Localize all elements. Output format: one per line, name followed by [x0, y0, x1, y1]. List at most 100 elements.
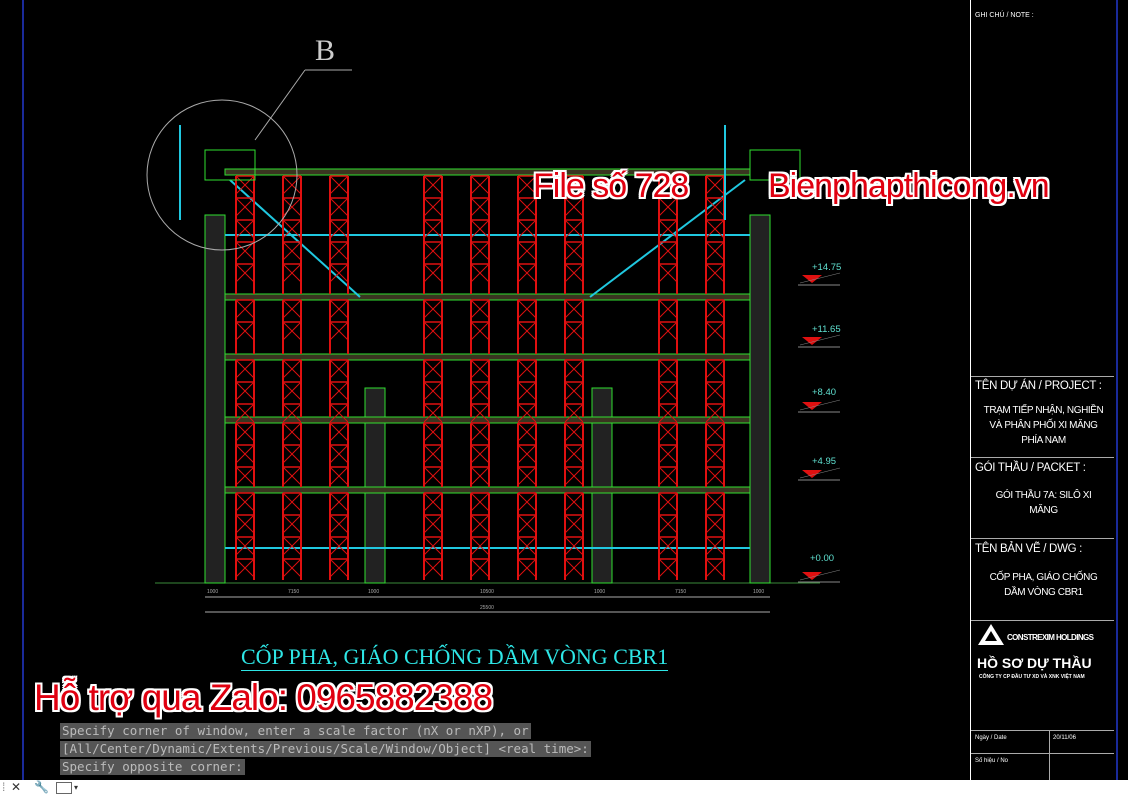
scaffold-brace [564, 241, 584, 261]
dimension-text: 10500 [480, 589, 494, 595]
scaffold-brace [423, 299, 443, 319]
level-leader [799, 334, 841, 346]
scaffold-brace [658, 514, 678, 534]
command-history-line: [All/Center/Dynamic/Extents/Previous/Sca… [60, 741, 591, 757]
scaffold-brace [517, 403, 537, 423]
scaffold-brace [564, 381, 584, 401]
scaffold-brace [517, 359, 537, 379]
command-window-icon[interactable] [56, 782, 72, 794]
level-leader [799, 467, 841, 479]
scaffold-brace [517, 219, 537, 239]
scaffold-brace [564, 514, 584, 534]
scaffold-brace [329, 197, 349, 217]
watermark-zalo: Hỗ trợ qua Zalo: 0965882388 [34, 677, 493, 718]
scaffold-brace [235, 381, 255, 401]
dimension-text: 1000 [207, 589, 219, 595]
scaffold-brace [235, 466, 255, 486]
scaffold-brace [564, 359, 584, 379]
scaffold-brace [329, 558, 349, 578]
level-marker [802, 470, 822, 478]
scaffold-brace [705, 444, 725, 464]
scaffold-brace [705, 422, 725, 442]
scaffold-brace [517, 514, 537, 534]
scaffold-brace [329, 422, 349, 442]
scaffold-brace [235, 219, 255, 239]
packet-value: GÓI THẦU 7A: SILÔ XI MĂNG [995, 490, 1092, 516]
scaffold-brace [470, 536, 490, 556]
scaffold-brace [470, 241, 490, 261]
leader-line [254, 69, 306, 141]
scaffold-brace [282, 241, 302, 261]
scaffold-brace [564, 263, 584, 283]
scaffold-brace [235, 403, 255, 423]
scaffold-brace [658, 197, 678, 217]
slab [224, 486, 751, 494]
scaffold-brace [517, 381, 537, 401]
wall [749, 214, 771, 584]
scaffold-brace [470, 558, 490, 578]
scaffold-brace [470, 219, 490, 239]
scaffold-brace [470, 466, 490, 486]
scaffold-brace [705, 219, 725, 239]
scaffold-brace [470, 444, 490, 464]
scaffold-brace [705, 558, 725, 578]
dossier-title: HỒ SƠ DỰ THẦU [977, 655, 1092, 671]
scaffold-brace [564, 536, 584, 556]
scaffold-brace [658, 359, 678, 379]
level-marker [802, 337, 822, 345]
level-label: +4.95 [812, 456, 837, 467]
dimension-text: 7150 [675, 589, 687, 595]
scaffold-brace [282, 299, 302, 319]
scaffold-brace [705, 197, 725, 217]
diagonal-brace [229, 179, 361, 298]
scaffold-brace [423, 403, 443, 423]
level-leader [799, 272, 841, 284]
scaffold-brace [235, 536, 255, 556]
scaffold-brace [658, 444, 678, 464]
scaffold-brace [470, 299, 490, 319]
chevron-down-icon[interactable]: ▾ [74, 783, 79, 792]
scaffold-brace [658, 536, 678, 556]
scaffold-brace [329, 492, 349, 512]
watermark-file-number: File số 728 [533, 167, 689, 205]
scaffold-brace [282, 321, 302, 341]
scaffold-brace [235, 197, 255, 217]
wrench-settings-icon[interactable]: 🔧 [34, 780, 49, 794]
dimension-text: 1000 [753, 589, 765, 595]
scaffold-brace [423, 422, 443, 442]
scaffold-brace [423, 381, 443, 401]
watermark-site: Bienphapthicong.vn [768, 167, 1050, 205]
scaffold-brace [235, 492, 255, 512]
scaffold-brace [517, 263, 537, 283]
grip-handle-icon[interactable]: ⁞ [2, 780, 6, 794]
scaffold-brace [517, 321, 537, 341]
diagonal-brace [589, 179, 746, 298]
level-marker [802, 572, 822, 580]
scaffold-brace [329, 263, 349, 283]
scaffold-brace [423, 321, 443, 341]
scaffold-brace [282, 558, 302, 578]
scaffold-brace [470, 197, 490, 217]
level-label: +0.00 [810, 553, 835, 564]
scaffold-brace [564, 466, 584, 486]
slab [224, 353, 751, 361]
scaffold-brace [564, 492, 584, 512]
title-block: GHI CHÚ / NOTE : TÊN DỰ ÁN / PROJECT : T… [970, 0, 1118, 780]
scaffold-brace [564, 219, 584, 239]
scaffold-brace [564, 444, 584, 464]
scaffold-brace [282, 263, 302, 283]
wall [591, 387, 613, 584]
scaffold-brace [517, 175, 537, 195]
scaffold-brace [705, 466, 725, 486]
scaffold-brace [423, 492, 443, 512]
bracket-platform [749, 149, 801, 181]
scaffold-brace [705, 381, 725, 401]
scaffold-brace [235, 444, 255, 464]
scaffold-brace [282, 197, 302, 217]
scaffold-brace [705, 359, 725, 379]
close-icon[interactable]: ✕ [11, 780, 22, 794]
scaffold-brace [658, 299, 678, 319]
total-dimension-text: 25500 [480, 605, 494, 611]
scaffold-brace [658, 422, 678, 442]
